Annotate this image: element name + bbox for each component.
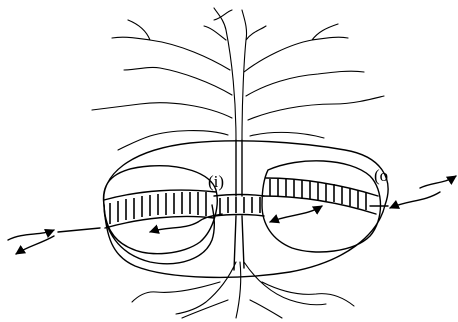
torus-outline (104, 141, 388, 278)
shoot-branches (92, 8, 384, 150)
roots (132, 262, 354, 318)
left-hatch (110, 192, 206, 224)
central-band (214, 195, 264, 217)
label-outer: (o (374, 166, 388, 185)
right-hatch (270, 179, 366, 210)
label-inner: (i) (208, 172, 224, 191)
left-cross-section (103, 166, 217, 254)
